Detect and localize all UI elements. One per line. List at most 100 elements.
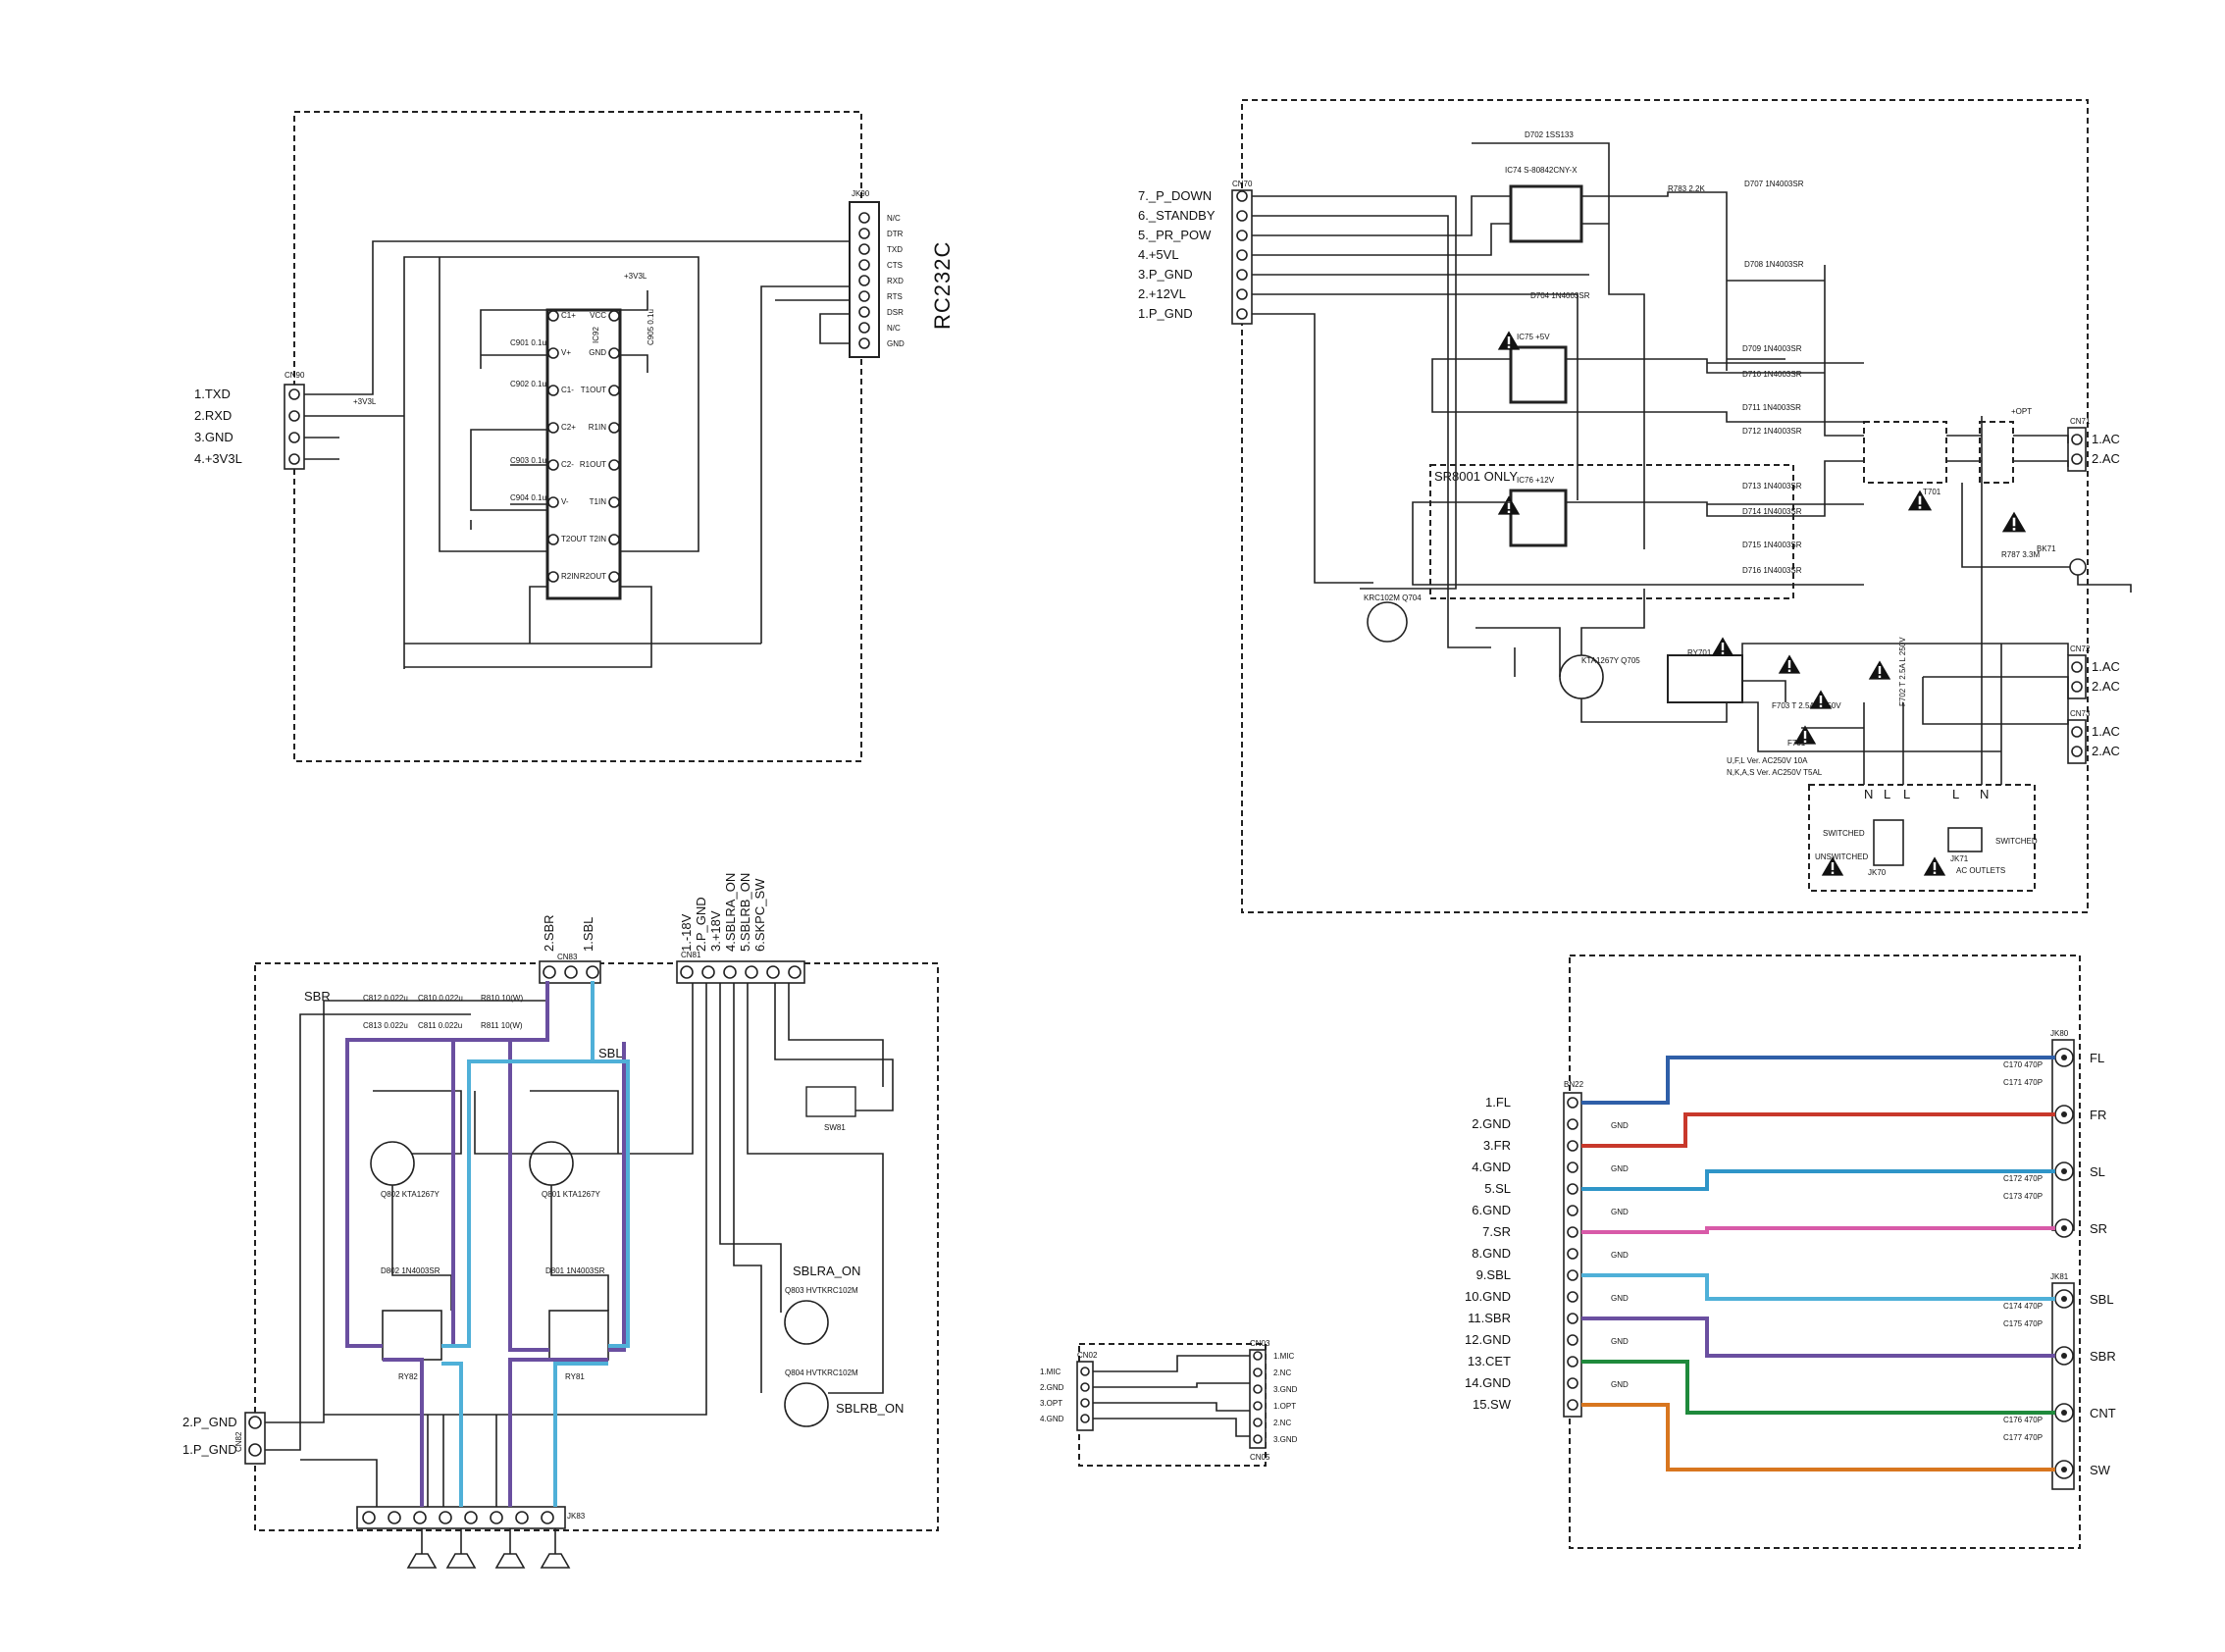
ic92-left-pin-label: R2IN <box>561 572 579 581</box>
cn82-pin <box>248 1416 262 1429</box>
fuse-note-1: U,F,L Ver. AC250V 10A <box>1727 756 1808 765</box>
preout-trace <box>1581 1403 2055 1471</box>
cn90-pin-label: 4.+3V3L <box>194 451 242 466</box>
jk90-pin-label: GND <box>887 339 905 348</box>
ic92-left-pin-label: C1+ <box>561 311 576 320</box>
cn90-pin-label: 2.RXD <box>194 408 232 423</box>
bn22-pin-label: 3.FR <box>1483 1138 1511 1153</box>
ry81-relay <box>548 1310 609 1361</box>
jk70-label: JK70 <box>1868 868 1887 877</box>
outlet-letter: L <box>1903 787 1910 801</box>
cn02-pin-label: 3.OPT <box>1040 1399 1062 1408</box>
ic92-right-pin-label: T1IN <box>590 497 607 506</box>
ry82-label: RY82 <box>398 1372 418 1381</box>
q801-label: Q801 KTA1267Y <box>542 1190 601 1199</box>
preout-cap-label: C173 470P <box>2003 1192 2043 1201</box>
cn83-pin <box>586 965 599 979</box>
rca-jack-center <box>2061 1467 2067 1472</box>
jk83-pin <box>515 1511 529 1524</box>
cn02-pin <box>1080 1367 1090 1376</box>
cn70-pin-label: 5._PR_POW <box>1138 228 1212 242</box>
ic92-left-pin-label: C2+ <box>561 423 576 432</box>
ic92-pin <box>608 385 620 396</box>
jk90-pin <box>858 275 870 286</box>
jk90-pin <box>858 306 870 318</box>
q704-label: KRC102M Q704 <box>1364 594 1422 602</box>
preout-trace <box>1581 1169 2055 1191</box>
jt05-box <box>1979 421 2014 484</box>
cn05-ref: CN05 <box>1250 1453 1270 1462</box>
rs232-wires <box>304 240 850 669</box>
jk90-pin-label: DSR <box>887 308 904 317</box>
cn03-pin <box>1253 1418 1263 1427</box>
cn81-pin-label: 5.SBLRB_ON <box>738 873 752 952</box>
speaker-icon <box>406 1553 438 1569</box>
cn83-pin <box>564 965 578 979</box>
cn70-pin <box>1236 308 1248 320</box>
cn90-pin <box>288 388 300 400</box>
cn90-ref: CN90 <box>285 371 305 380</box>
ic92-right-pin-label: T1OUT <box>581 386 606 394</box>
preout-cap-label: C175 470P <box>2003 1319 2043 1328</box>
warning-icon <box>1711 637 1734 656</box>
ac-connector-pin <box>2071 681 2083 693</box>
jk90-pin-label: RXD <box>887 277 904 285</box>
ic92-pin <box>608 571 620 583</box>
jk83-pin <box>464 1511 478 1524</box>
bn22-pin-label: 4.GND <box>1472 1160 1511 1174</box>
preout-trace <box>1581 1360 2055 1415</box>
preout-trace <box>1581 1226 2055 1234</box>
output-label: SR <box>2090 1221 2107 1236</box>
ic92-ref: IC92 <box>592 327 600 343</box>
cn70-pin-label: 2.+12VL <box>1138 286 1186 301</box>
preout-section: BN22 1.FL2.GND3.FR4.GND5.SL6.GND7.SR8.GN… <box>1465 955 2116 1549</box>
cn81-pin <box>766 965 780 979</box>
bn22-pin-label: 13.CET <box>1468 1354 1511 1368</box>
c812-label: C812 0.022u <box>363 994 408 1003</box>
ac-connector-pin <box>2071 726 2083 738</box>
sb-wires <box>265 983 894 1507</box>
bn22-pin <box>1567 1334 1578 1346</box>
d702-label: D702 1SS133 <box>1525 130 1574 139</box>
q802-label: Q802 KTA1267Y <box>381 1190 440 1199</box>
outlet-letter: L <box>1952 787 1959 801</box>
ic92-pin <box>547 310 559 322</box>
cn90-pin <box>288 453 300 465</box>
outlet-switched-right: SWITCHED <box>1995 837 2038 846</box>
bn22-pin <box>1567 1269 1578 1281</box>
output-label: SL <box>2090 1164 2105 1179</box>
bn22-pin <box>1567 1248 1578 1260</box>
ic92-pin <box>608 496 620 508</box>
ac-connector-ref: CN73 <box>2070 709 2091 718</box>
warning-icon <box>1809 690 1833 709</box>
jk90-pin-label: N/C <box>887 214 901 223</box>
cn02-pin <box>1080 1382 1090 1392</box>
sr8001-option-box <box>1429 464 1794 599</box>
ic92-chip <box>545 308 622 600</box>
cn03-pin-label: 1.OPT <box>1273 1402 1296 1411</box>
cn03-pin <box>1253 1384 1263 1394</box>
jk83-pin <box>413 1511 427 1524</box>
cn81-pin <box>745 965 758 979</box>
sblrb-on-label: SBLRB_ON <box>836 1401 904 1416</box>
cn70-pin-label: 1.P_GND <box>1138 306 1193 321</box>
q803-label: Q803 HVTKRC102M <box>785 1286 858 1295</box>
gnd-tag: GND <box>1611 1251 1629 1260</box>
jk90-pin-label: N/C <box>887 324 901 333</box>
rca-jack-center <box>2061 1353 2067 1359</box>
preout-trace <box>1581 1316 2055 1358</box>
sbl-cyan-trace <box>441 981 630 1507</box>
cn03-pin-label: 2.NC <box>1273 1368 1291 1377</box>
preout-cap-label: C177 470P <box>2003 1433 2043 1442</box>
cn90-supply-label: +3V3L <box>353 397 377 406</box>
ac-connector-pin <box>2071 661 2083 673</box>
bn22-pin-label: 5.SL <box>1484 1181 1511 1196</box>
cn70-pin <box>1236 269 1248 281</box>
bn22-ref: BN22 <box>1564 1080 1584 1089</box>
preout-trace <box>1581 1112 2055 1148</box>
bn22-pin <box>1567 1097 1578 1109</box>
jk80-jack-strip <box>2051 1039 2075 1231</box>
output-label: SBL <box>2090 1292 2114 1307</box>
